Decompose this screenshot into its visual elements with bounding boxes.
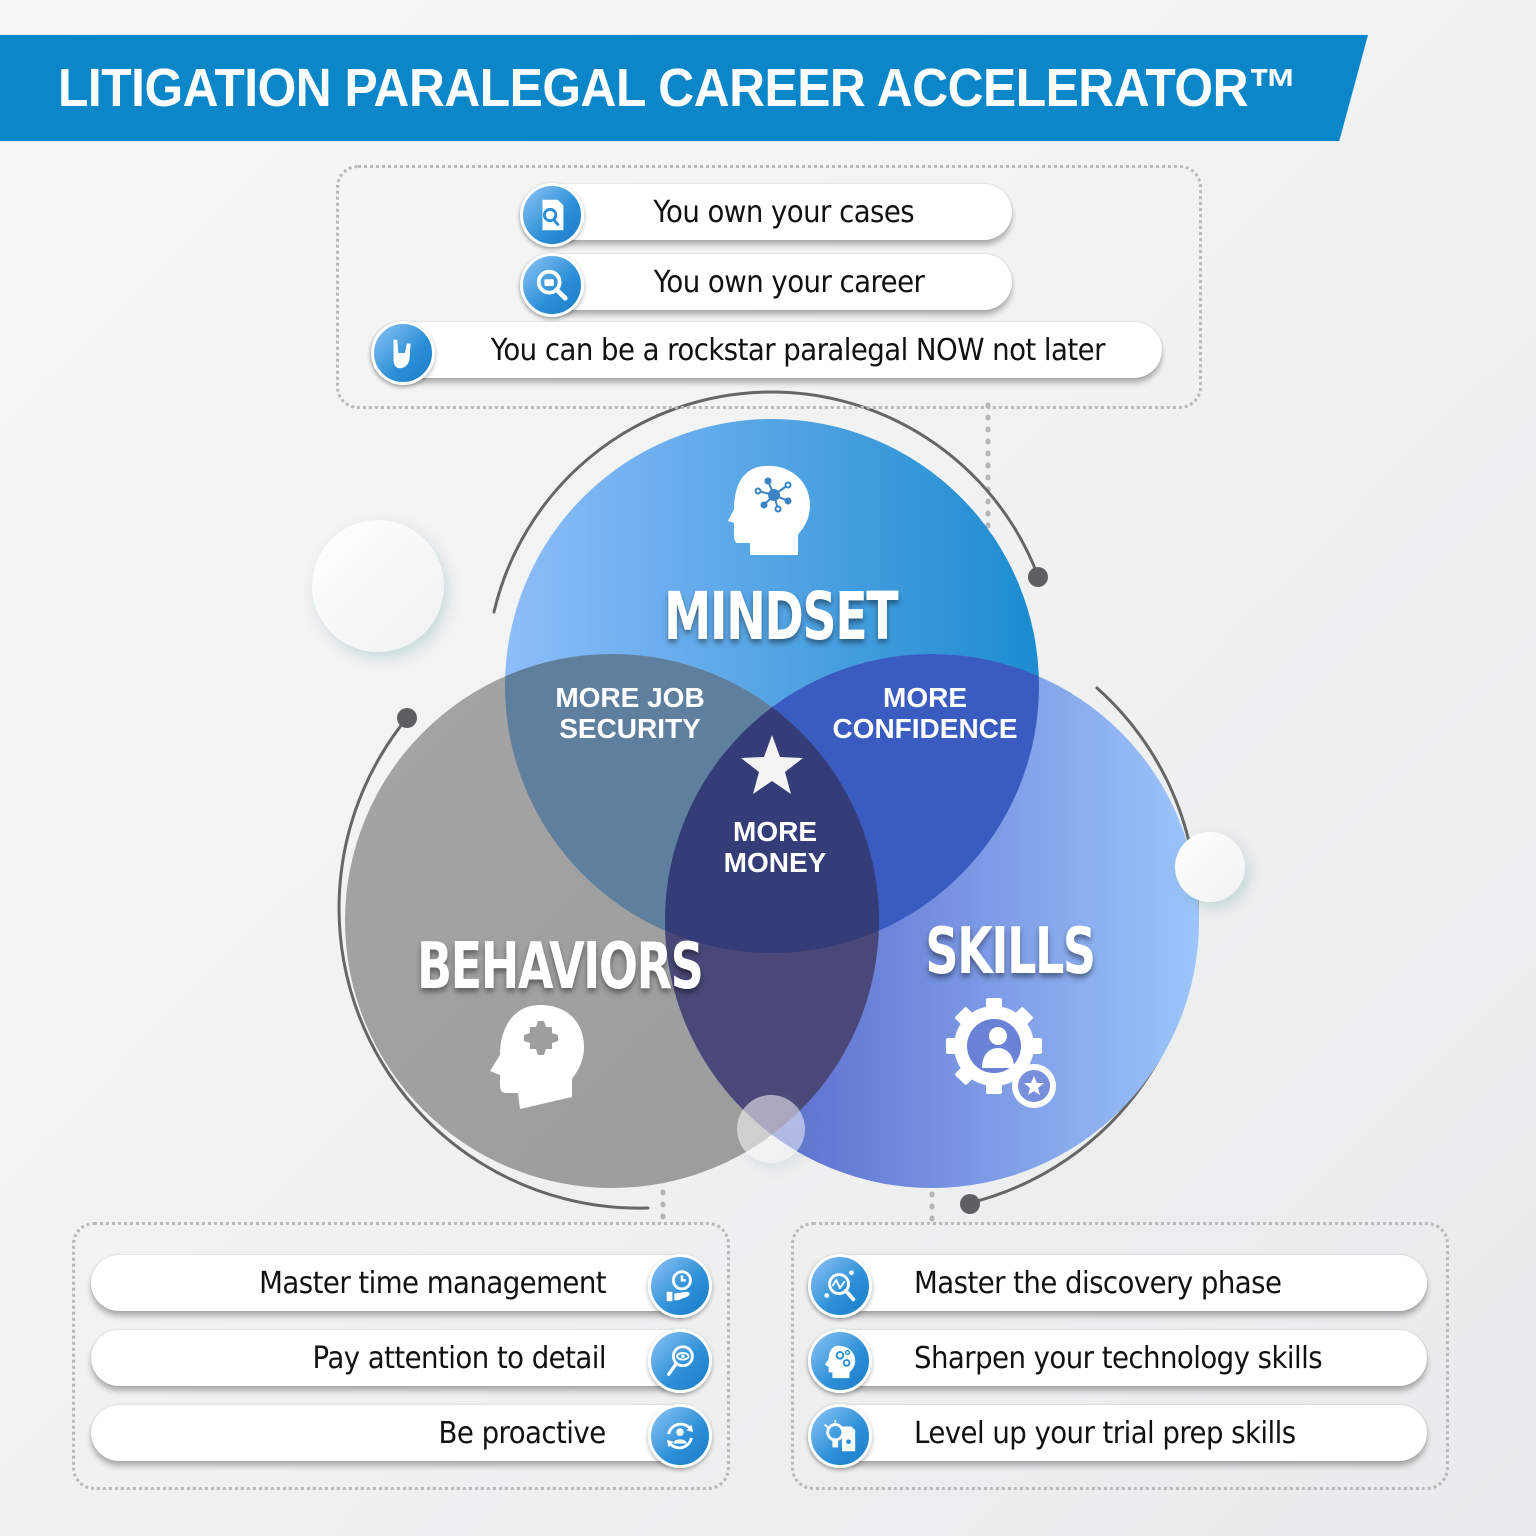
decorative-ball bbox=[312, 520, 444, 652]
title-banner bbox=[0, 35, 1368, 141]
skills-list-box bbox=[791, 1222, 1449, 1490]
clock-hand-icon bbox=[648, 1254, 712, 1318]
behaviors-list-box bbox=[72, 1222, 730, 1490]
decorative-ball bbox=[1175, 832, 1245, 902]
page-title: LITIGATION PARALEGAL CAREER ACCELERATOR™ bbox=[58, 58, 1298, 118]
head-gears-icon bbox=[808, 1329, 872, 1393]
mindset-list-box bbox=[336, 165, 1202, 409]
document-search-icon bbox=[520, 183, 584, 247]
mindset-label: MINDSET bbox=[664, 578, 899, 655]
job-security-label: MORE JOB SECURITY bbox=[555, 682, 705, 744]
behaviors-label: BEHAVIORS bbox=[417, 930, 704, 1004]
mindset-item: You can be a rockstar paralegal NOW not … bbox=[372, 322, 1162, 378]
behaviors-item: Be proactive bbox=[91, 1405, 706, 1461]
person-cycle-icon bbox=[648, 1404, 712, 1468]
briefcase-search-icon bbox=[520, 253, 584, 317]
mindset-item: You own your career bbox=[522, 254, 1012, 310]
gear-person-star-icon bbox=[946, 998, 1056, 1108]
skills-item: Sharpen your technology skills bbox=[810, 1330, 1427, 1386]
skills-label: SKILLS bbox=[925, 915, 1096, 989]
head-puzzle-icon bbox=[490, 1005, 584, 1109]
eye-magnifier-icon bbox=[648, 1329, 712, 1393]
decorative-ball bbox=[737, 1095, 805, 1163]
money-label: MORE MONEY bbox=[723, 816, 827, 878]
analytics-magnifier-icon bbox=[808, 1254, 872, 1318]
rock-hand-icon bbox=[371, 321, 435, 385]
lightbulb-document-icon bbox=[808, 1404, 872, 1468]
behaviors-item: Master time management bbox=[91, 1255, 706, 1311]
behaviors-item: Pay attention to detail bbox=[91, 1330, 706, 1386]
head-network-icon bbox=[728, 465, 810, 555]
skills-item: Level up your trial prep skills bbox=[810, 1405, 1427, 1461]
skills-item: Master the discovery phase bbox=[810, 1255, 1427, 1311]
mindset-item: You own your cases bbox=[522, 184, 1012, 240]
confidence-label: MORE CONFIDENCE bbox=[832, 682, 1018, 744]
star-icon bbox=[741, 735, 803, 794]
